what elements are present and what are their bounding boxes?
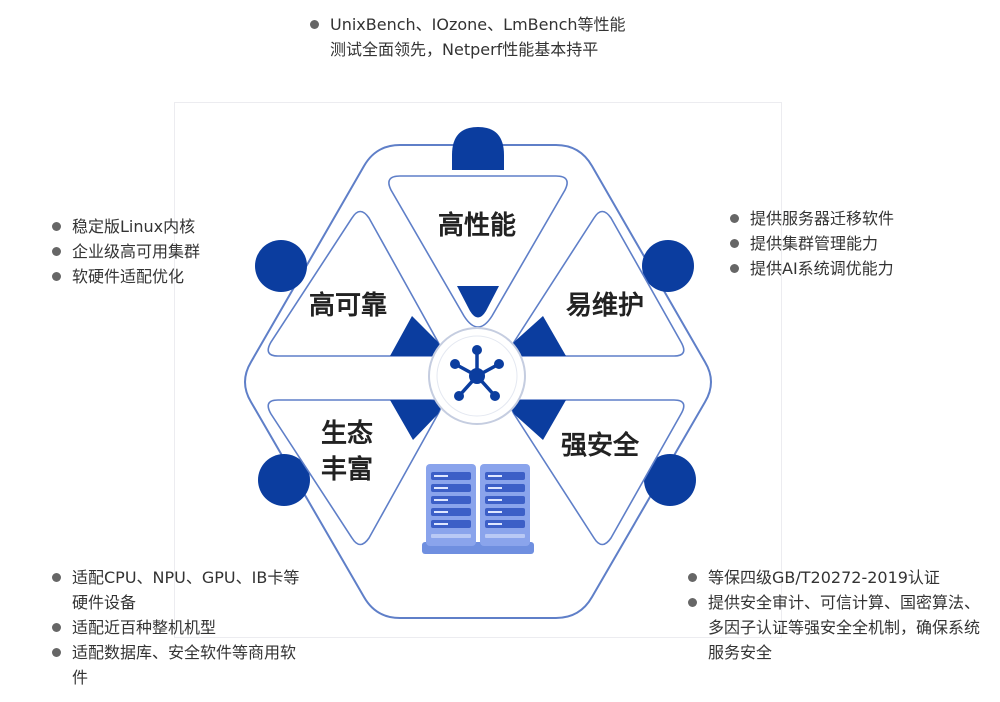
network-node-icon [428,327,526,425]
tab-lower-right [644,454,696,506]
segment-ecosystem-accent [390,400,441,440]
label-ecosystem-line2: 丰富 [320,455,374,485]
feature-item: UnixBench、IOzone、LmBench等性能测试全面领先，Netper… [308,12,628,62]
feature-list-bottom-right: 等保四级GB/T20272-2019认证 提供安全审计、可信计算、国密算法、多因… [686,565,982,665]
feature-list-left: 稳定版Linux内核 企业级高可用集群 软硬件适配优化 [50,214,250,289]
feature-item: 提供安全审计、可信计算、国密算法、多因子认证等强安全全机制，确保系统服务安全 [686,590,982,665]
feature-item: 提供集群管理能力 [728,231,958,256]
feature-list-right: 提供服务器迁移软件 提供集群管理能力 提供AI系统调优能力 [728,206,958,281]
label-high-performance: 高性能 [437,211,517,241]
feature-item: 适配数据库、安全软件等商用软件 [50,640,308,690]
tab-upper-right [642,240,694,292]
server-rack-icon [422,464,534,554]
feature-item: 企业级高可用集群 [50,239,250,264]
segment-high-performance [388,175,568,328]
feature-list-top: UnixBench、IOzone、LmBench等性能测试全面领先，Netper… [308,12,628,62]
tab-top [452,127,504,170]
feature-item: 稳定版Linux内核 [50,214,250,239]
tab-upper-left [255,240,307,292]
feature-item: 软硬件适配优化 [50,264,250,289]
label-maintainability: 易维护 [565,291,645,321]
label-ecosystem: 生态 丰富 [321,416,373,488]
segment-high-performance-accent [457,286,499,318]
segment-security-accent [511,400,566,440]
segment-reliability-accent [390,316,441,356]
feature-item: 等保四级GB/T20272-2019认证 [686,565,982,590]
feature-item: 提供服务器迁移软件 [728,206,958,231]
label-ecosystem-line1: 生态 [320,419,374,449]
label-security: 强安全 [560,431,640,461]
tab-lower-left [258,454,310,506]
label-reliability: 高可靠 [308,291,388,321]
segment-maintainability-accent [511,316,566,356]
feature-item: 提供AI系统调优能力 [728,256,958,281]
feature-item: 适配CPU、NPU、GPU、IB卡等硬件设备 [50,565,308,615]
feature-item: 适配近百种整机机型 [50,615,308,640]
feature-list-bottom-left: 适配CPU、NPU、GPU、IB卡等硬件设备 适配近百种整机机型 适配数据库、安… [50,565,308,690]
diagram-frame [174,102,782,638]
